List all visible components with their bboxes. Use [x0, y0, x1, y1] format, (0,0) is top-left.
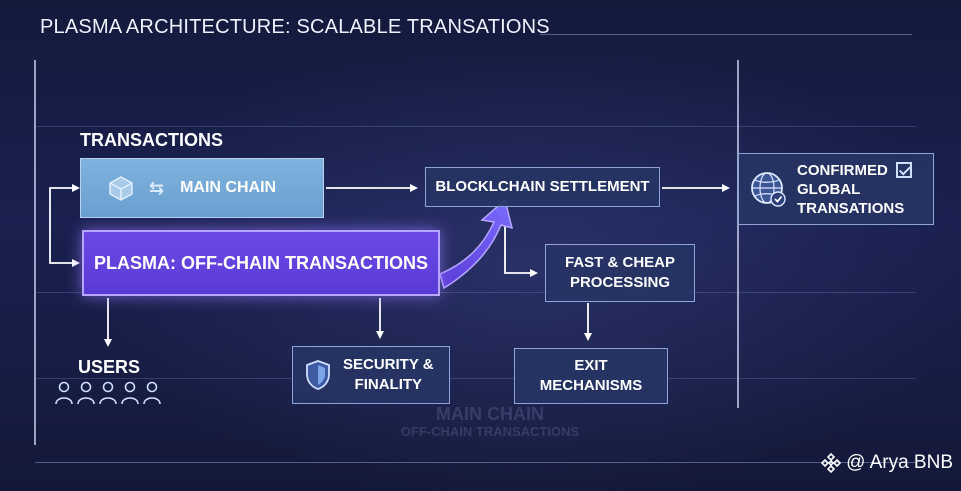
- cube-icon: [107, 174, 135, 202]
- exit-label-line1: EXIT: [540, 356, 643, 376]
- user-icon: [98, 381, 118, 405]
- user-icon: [142, 381, 162, 405]
- users-label: USERS: [78, 357, 140, 378]
- user-group-icon: [54, 381, 162, 405]
- exit-label-line2: MECHANISMS: [540, 376, 643, 396]
- fast-label-line2: PROCESSING: [565, 273, 675, 293]
- binance-logo-icon: [820, 452, 842, 474]
- left-bracket-connector: [50, 184, 80, 267]
- confirmed-global-transactions-box[interactable]: CONFIRMED GLOBAL TRANSATIONS: [738, 153, 934, 225]
- plasma-label: PLASMA: OFF-CHAIN TRANSACTIONS: [94, 253, 428, 274]
- exchange-arrows-icon: ⇆: [149, 182, 164, 194]
- user-icon: [54, 381, 74, 405]
- plasma-offchain-box[interactable]: PLASMA: OFF-CHAIN TRANSACTIONS: [82, 230, 440, 296]
- settlement-label: BLOCKLCHAIN SETTLEMENT: [435, 177, 649, 197]
- transactions-label: TRANSACTIONS: [80, 130, 223, 151]
- fast-label-line1: FAST & CHEAP: [565, 253, 675, 273]
- security-label-line1: SECURITY &: [343, 355, 434, 375]
- main-chain-box[interactable]: ⇆ MAIN CHAIN: [80, 158, 324, 218]
- confirmed-label-line1: CONFIRMED: [797, 162, 888, 179]
- watermark: @ Arya BNB: [820, 452, 953, 474]
- security-label-line2: FINALITY: [343, 375, 434, 395]
- checkbox-check-icon: [896, 162, 912, 178]
- watermark-text: @ Arya BNB: [846, 452, 953, 474]
- main-chain-label: MAIN CHAIN: [180, 179, 276, 197]
- fast-cheap-processing-box[interactable]: FAST & CHEAP PROCESSING: [545, 244, 695, 302]
- curved-arrow-plasma-to-settlement: [440, 200, 512, 288]
- confirmed-label-line2: GLOBAL: [797, 180, 912, 199]
- shield-icon: [305, 359, 331, 391]
- user-icon: [76, 381, 96, 405]
- security-finality-box[interactable]: SECURITY & FINALITY: [292, 346, 450, 404]
- globe-check-icon: [747, 167, 791, 211]
- confirmed-label-line3: TRANSATIONS: [797, 199, 912, 218]
- user-icon: [120, 381, 140, 405]
- blockchain-settlement-box[interactable]: BLOCKLCHAIN SETTLEMENT: [425, 167, 660, 207]
- exit-mechanisms-box[interactable]: EXIT MECHANISMS: [514, 348, 668, 404]
